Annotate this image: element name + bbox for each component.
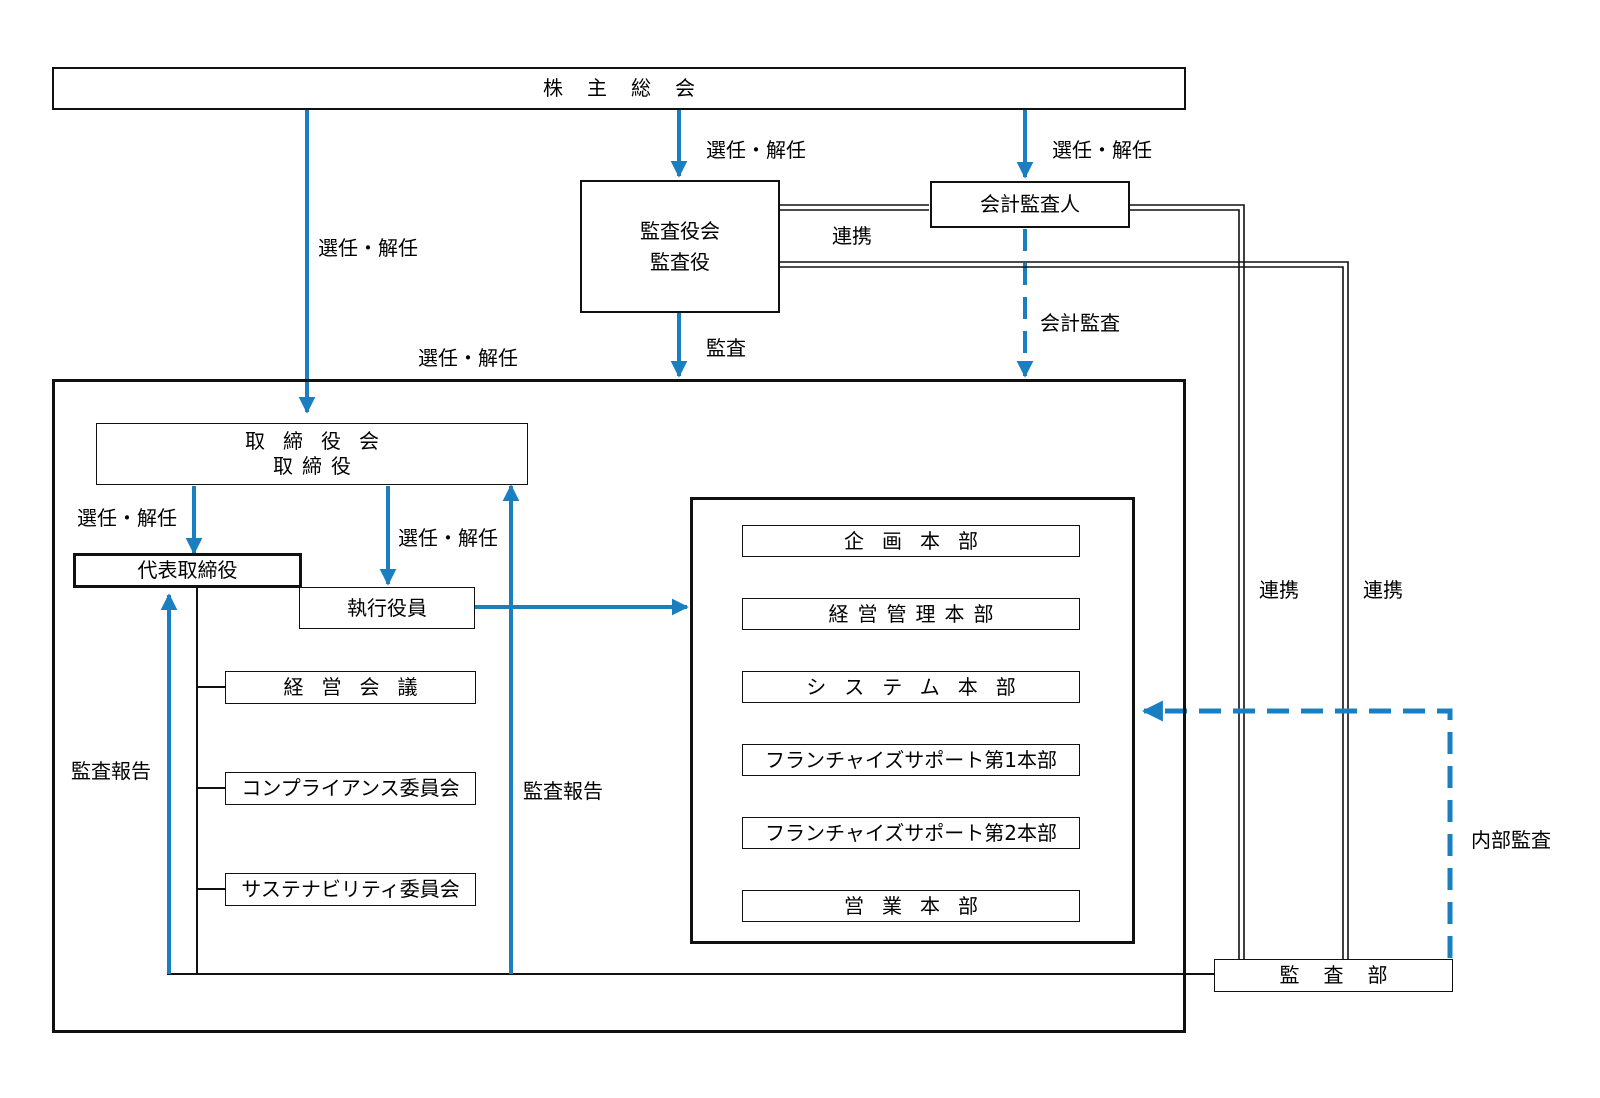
division-sales-label: 営業本部 — [844, 893, 996, 918]
label-cooperation-right-1: 連携 — [1259, 578, 1299, 602]
accounting-auditor-label: 会計監査人 — [980, 192, 1080, 216]
management-meeting-label: 経営会議 — [283, 675, 436, 699]
label-elect-dismiss-audit-board: 選任・解任 — [706, 138, 806, 162]
cooperation-line-audit-board-accounting — [778, 204, 929, 211]
arrow-internal-audit-dashed — [1141, 700, 1453, 958]
division-management-admin-box: 経営管理本部 — [742, 598, 1080, 630]
cooperation-line-audit-board-auditdept — [778, 261, 1349, 959]
division-system-label: システム本部 — [806, 674, 1034, 699]
label-accounting-audit: 会計監査 — [1040, 311, 1120, 335]
audit-board-label: 監査役会 — [640, 218, 720, 243]
compliance-committee-label: コンプライアンス委員会 — [241, 776, 460, 800]
division-franchise-support-1-box: フランチャイズサポート第1本部 — [742, 744, 1080, 776]
audit-department-label: 監査部 — [1279, 963, 1412, 987]
sustainability-committee-box: サステナビリティ委員会 — [225, 873, 476, 906]
directors-label: 取締役 — [273, 454, 360, 478]
executive-officers-box: 執行役員 — [299, 587, 475, 629]
company-frame — [52, 379, 1186, 1033]
shareholders-meeting-box: 株主総会 — [52, 67, 1186, 110]
management-meeting-box: 経営会議 — [225, 671, 476, 704]
label-internal-audit: 内部監査 — [1471, 828, 1551, 852]
division-planning-box: 企画本部 — [742, 525, 1080, 557]
label-elect-dismiss-executives: 選任・解任 — [398, 526, 498, 550]
audit-department-box: 監査部 — [1214, 959, 1453, 992]
label-elect-dismiss-board: 選任・解任 — [318, 236, 418, 260]
division-sales-box: 営業本部 — [742, 890, 1080, 922]
division-franchise-support-2-label: フランチャイズサポート第2本部 — [765, 820, 1057, 845]
label-audit: 監査 — [706, 336, 746, 360]
label-audit-report-center: 監査報告 — [523, 779, 603, 803]
label-elect-dismiss-representative: 選任・解任 — [77, 506, 177, 530]
board-of-directors-box: 取締役会 取締役 — [96, 423, 528, 485]
label-elect-dismiss-accounting-auditor: 選任・解任 — [1052, 138, 1152, 162]
board-of-directors-label: 取締役会 — [245, 429, 397, 453]
label-elect-dismiss-center: 選任・解任 — [418, 346, 518, 370]
division-management-admin-label: 経営管理本部 — [828, 601, 1003, 626]
shareholders-meeting-label: 株主総会 — [543, 76, 719, 100]
representative-director-label: 代表取締役 — [137, 558, 238, 582]
auditor-label: 監査役 — [650, 249, 710, 274]
divisions-frame — [690, 497, 1135, 944]
label-cooperation-top: 連携 — [832, 224, 872, 248]
representative-director-box: 代表取締役 — [73, 553, 302, 588]
compliance-committee-box: コンプライアンス委員会 — [225, 772, 476, 805]
division-system-box: システム本部 — [742, 671, 1080, 703]
audit-board-box: 監査役会 監査役 — [580, 180, 780, 313]
sustainability-committee-label: サステナビリティ委員会 — [241, 877, 460, 901]
accounting-auditor-box: 会計監査人 — [930, 181, 1130, 228]
division-planning-label: 企画本部 — [844, 528, 996, 553]
division-franchise-support-2-box: フランチャイズサポート第2本部 — [742, 817, 1080, 849]
label-cooperation-right-2: 連携 — [1363, 578, 1403, 602]
division-franchise-support-1-label: フランチャイズサポート第1本部 — [765, 747, 1057, 772]
executive-officers-label: 執行役員 — [347, 595, 427, 620]
label-audit-report-left: 監査報告 — [71, 759, 151, 783]
